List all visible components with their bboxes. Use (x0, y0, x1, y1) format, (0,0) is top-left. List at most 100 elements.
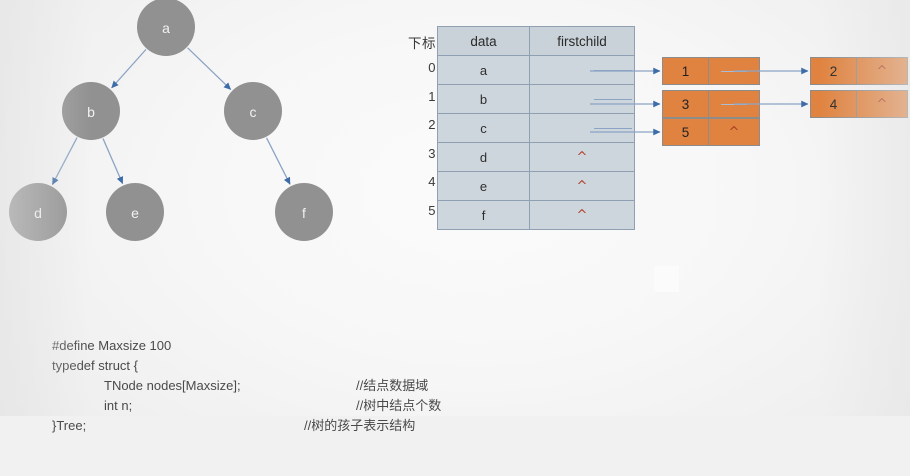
tree-edge-a-b (111, 48, 147, 89)
table-row: b (437, 84, 635, 114)
code-comment: //树的孩子表示结构 (304, 418, 416, 433)
cell-firstchild (529, 84, 635, 114)
cell-data: a (437, 55, 530, 85)
cell-data: f (437, 200, 530, 230)
screen-artifact (654, 266, 679, 292)
tree-edge-group (51, 47, 291, 186)
pointer-stub (721, 103, 747, 105)
row-index-0: 0 (428, 60, 436, 75)
code-comment: //树中结点个数 (356, 398, 442, 413)
row-index-2: 2 (428, 117, 436, 132)
table-header-row: data firstchild (437, 26, 635, 56)
row-index-4: 4 (428, 174, 436, 189)
table-row: f^ (437, 200, 635, 230)
tree-node-f: f (275, 183, 333, 241)
pointer-stub (594, 69, 632, 71)
tree-node-circle (224, 82, 282, 140)
list-node-4: 4^ (810, 90, 908, 118)
pointer-stub (594, 127, 632, 129)
list-node-key: 4 (811, 91, 857, 117)
tree-node-circle (275, 183, 333, 241)
row-index-1: 1 (428, 88, 436, 104)
tree-node-label: d (34, 205, 42, 221)
code-snippet: #define Maxsize 100 typedef struct { TNode… (52, 296, 616, 476)
tree-node-circle (137, 0, 195, 56)
cell-firstchild: ^ (529, 171, 635, 201)
tree-node-label: b (87, 104, 95, 120)
list-node-3: 3 (662, 90, 760, 118)
code-text: int n; (104, 398, 133, 413)
table-row: a (437, 55, 635, 85)
column-header-data: data (437, 26, 530, 56)
tree-diagram: a b c d e f (9, 0, 333, 241)
cell-firstchild (529, 113, 635, 143)
cell-data: b (437, 84, 530, 114)
cell-firstchild: ^ (529, 200, 635, 230)
code-text: TNode nodes[Maxsize]; (104, 378, 241, 393)
tree-node-c: c (224, 82, 282, 140)
null-marker: ^ (576, 208, 588, 223)
code-line: typedef struct { (52, 356, 616, 376)
code-comment (304, 356, 564, 376)
null-marker: ^ (876, 96, 888, 112)
null-marker: ^ (728, 124, 740, 140)
cell-firstchild: ^ (529, 142, 635, 172)
tree-node-a: a (137, 0, 195, 56)
pointer-stub (721, 70, 747, 72)
code-text: #define Maxsize 100 (52, 338, 172, 353)
tree-edge-c-f (265, 137, 291, 185)
tree-node-circle (62, 82, 120, 140)
list-node-next (709, 91, 759, 117)
tree-node-label: f (302, 205, 306, 221)
list-node-next: ^ (857, 91, 907, 117)
tree-node-group: a b c d e f (9, 0, 333, 241)
list-node-5: 5^ (662, 118, 760, 146)
code-line: #define Maxsize 100 (52, 336, 616, 356)
tree-node-label: a (162, 20, 170, 36)
row-index-5: 5 (428, 202, 436, 218)
column-header-firstchild: firstchild (529, 26, 635, 56)
pointer-stub (594, 98, 632, 100)
table-row: d^ (437, 142, 635, 172)
tree-node-circle (106, 183, 164, 241)
table-row: e^ (437, 171, 635, 201)
tree-node-label: e (131, 205, 139, 221)
code-line: int n; //树中结点个数 (52, 396, 616, 416)
list-node-1: 1 (662, 57, 760, 85)
row-index-3: 3 (428, 145, 436, 161)
cell-firstchild (529, 55, 635, 85)
tree-node-b: b (62, 82, 120, 140)
tree-node-e: e (106, 183, 164, 241)
list-node-key: 2 (811, 58, 857, 84)
cell-data: e (437, 171, 530, 201)
list-node-2: 2^ (810, 57, 908, 85)
tree-node-label: c (250, 104, 257, 120)
tree-node-d: d (9, 183, 67, 241)
list-node-key: 1 (663, 58, 709, 84)
list-node-next (709, 58, 759, 84)
tree-edge-b-d (51, 137, 78, 186)
code-text: typedef struct { (52, 358, 138, 373)
list-node-key: 5 (663, 119, 709, 145)
code-comment (304, 336, 564, 356)
code-line: }Tree; //树的孩子表示结构 (52, 416, 616, 436)
tree-node-circle (9, 183, 67, 241)
tree-edge-b-e (102, 138, 124, 185)
cell-data: c (437, 113, 530, 143)
table-row: c (437, 113, 635, 143)
null-marker: ^ (576, 150, 588, 165)
code-text: }Tree; (52, 418, 87, 433)
code-line: TNode nodes[Maxsize]; //结点数据域 (52, 376, 616, 396)
index-column-header: 下标 (408, 36, 436, 51)
code-comment: //结点数据域 (356, 378, 429, 393)
null-marker: ^ (876, 63, 888, 79)
cell-data: d (437, 142, 530, 172)
null-marker: ^ (576, 179, 588, 194)
list-node-next: ^ (709, 119, 759, 145)
tree-edge-a-c (187, 47, 232, 90)
list-node-next: ^ (857, 58, 907, 84)
list-node-key: 3 (663, 91, 709, 117)
